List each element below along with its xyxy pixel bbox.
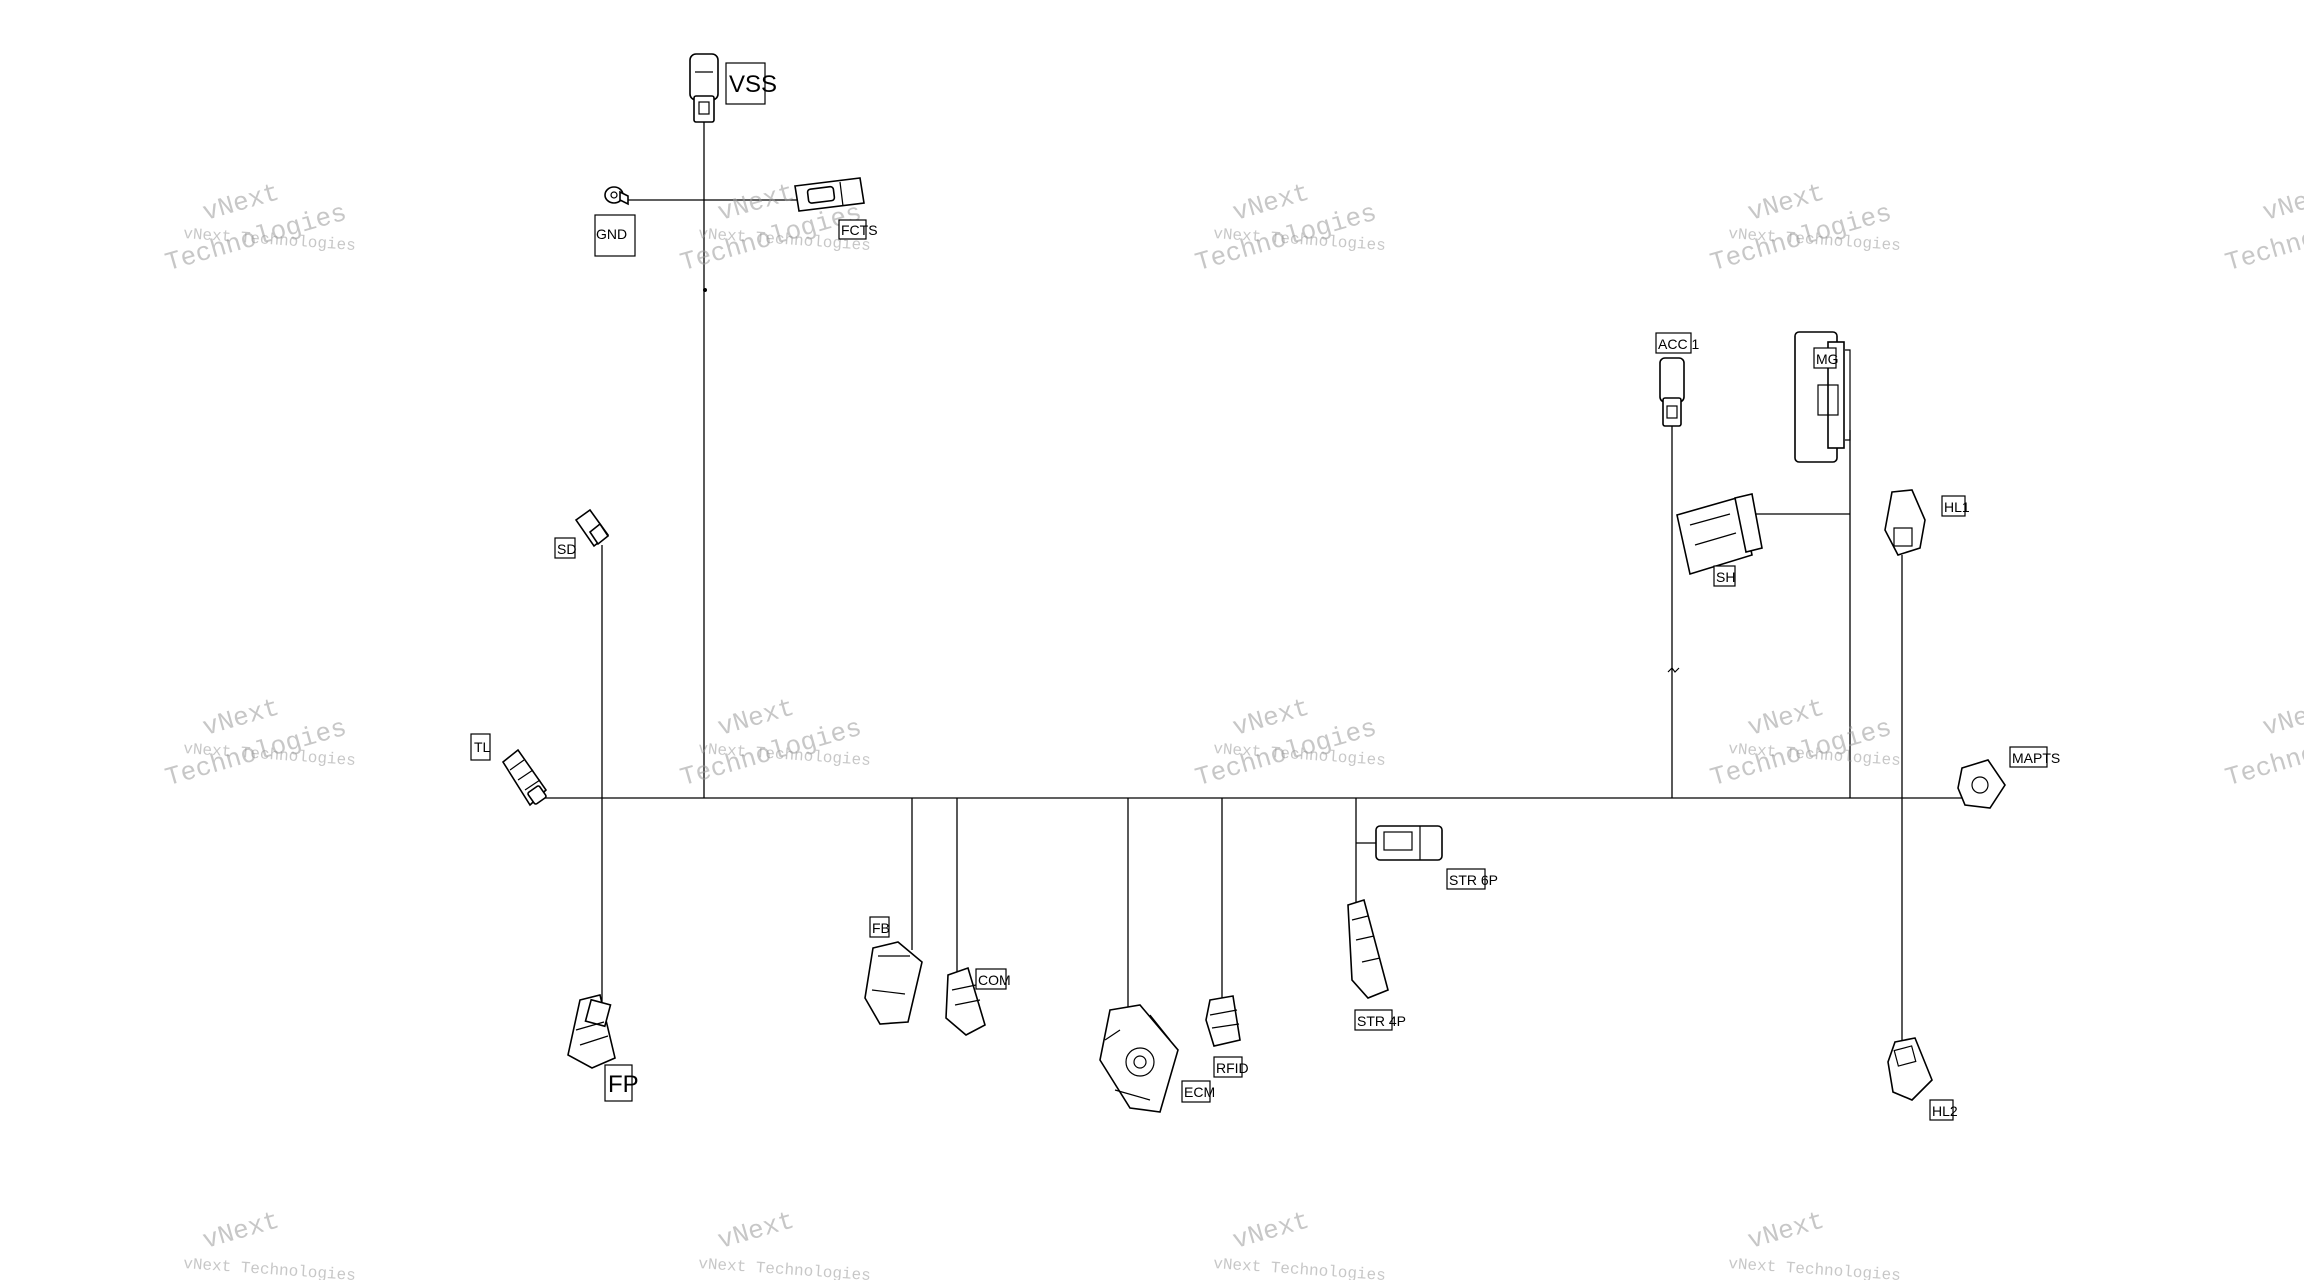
label-ecm: ECM — [1181, 1080, 1215, 1103]
label-ecm-text: ECM — [1184, 1084, 1215, 1100]
connector-sd[interactable] — [574, 508, 610, 548]
label-com-text: COM — [978, 972, 1011, 988]
label-mg-text: MG — [1816, 351, 1839, 367]
label-fb-text: FB — [872, 920, 890, 936]
label-acc1: ACC 1 — [1655, 332, 1699, 354]
label-fp-text: FP — [608, 1071, 639, 1098]
connector-rfid[interactable] — [1205, 995, 1241, 1047]
label-mg: MG — [1813, 347, 1839, 369]
label-acc1-text: ACC 1 — [1658, 336, 1699, 352]
label-str4p-text: STR 4P — [1357, 1013, 1406, 1029]
label-tl: TL — [470, 733, 491, 761]
label-fcts-text: FCTS — [841, 222, 878, 238]
label-str6p: STR 6P — [1446, 868, 1498, 890]
watermarks: vNext Technologies vNext Technologies vN… — [162, 178, 2304, 1280]
watermark-line2: vNext — [714, 1206, 797, 1256]
label-mapts-text: MAPTS — [2012, 750, 2060, 766]
connector-str6p[interactable] — [1375, 825, 1443, 861]
connector-fcts[interactable] — [794, 177, 865, 212]
connector-acc1[interactable] — [1659, 357, 1685, 427]
label-gnd-text: GND — [596, 226, 627, 242]
connector-gnd[interactable] — [604, 186, 629, 206]
label-hl2: HL2 — [1929, 1099, 1958, 1121]
label-sd: SD — [554, 537, 576, 559]
label-hl1: HL1 — [1941, 495, 1970, 517]
label-fb: FB — [869, 916, 890, 938]
label-vss-text: VSS — [729, 71, 777, 98]
connector-ecm[interactable] — [1099, 1004, 1179, 1113]
splice-dot — [703, 288, 707, 292]
connector-fb[interactable] — [864, 941, 923, 1025]
watermark-line2: vNext — [1229, 1206, 1312, 1256]
watermark-line1: vNext Technologies — [183, 1255, 357, 1280]
connector-hl1[interactable] — [1884, 489, 1926, 556]
label-fp: FP — [604, 1064, 639, 1102]
watermark-line1: vNext Technologies — [698, 1255, 872, 1280]
watermark-line2: vNext — [199, 1206, 282, 1256]
connector-sh[interactable] — [1676, 493, 1763, 576]
label-fcts: FCTS — [838, 219, 878, 240]
label-gnd: GND — [594, 214, 636, 257]
watermark-line2: vNext — [2259, 693, 2304, 743]
connector-vss[interactable] — [689, 53, 719, 123]
label-mapts: MAPTS — [2009, 746, 2060, 768]
wire-break-mark — [1667, 667, 1680, 673]
harness-wires — [545, 120, 1972, 1045]
label-hl2-text: HL2 — [1932, 1103, 1958, 1119]
label-tl-text: TL — [474, 739, 491, 755]
connector-str4p[interactable] — [1347, 898, 1389, 999]
watermark-line2: vNext — [2259, 178, 2304, 228]
label-sd-text: SD — [557, 541, 576, 557]
connector-com[interactable] — [945, 966, 986, 1036]
label-rfid-text: RFID — [1216, 1060, 1249, 1076]
label-str6p-text: STR 6P — [1449, 872, 1498, 888]
label-sh: SH — [1713, 565, 1736, 587]
connector-fp[interactable] — [567, 994, 616, 1069]
label-vss: VSS — [725, 62, 777, 105]
connector-tl[interactable] — [501, 748, 548, 807]
label-hl1-text: HL1 — [1944, 499, 1970, 515]
watermark-line1: vNext Technologies — [1213, 1255, 1387, 1280]
connector-mapts[interactable] — [1957, 759, 2006, 809]
label-str4p: STR 4P — [1354, 1009, 1406, 1031]
connector-hl2[interactable] — [1887, 1037, 1933, 1101]
watermark-line1: vNext Technologies — [1728, 1255, 1902, 1280]
label-com: COM — [975, 968, 1011, 990]
watermark-line2: vNext — [1744, 1206, 1827, 1256]
label-rfid: RFID — [1213, 1056, 1249, 1078]
label-sh-text: SH — [1716, 569, 1735, 585]
